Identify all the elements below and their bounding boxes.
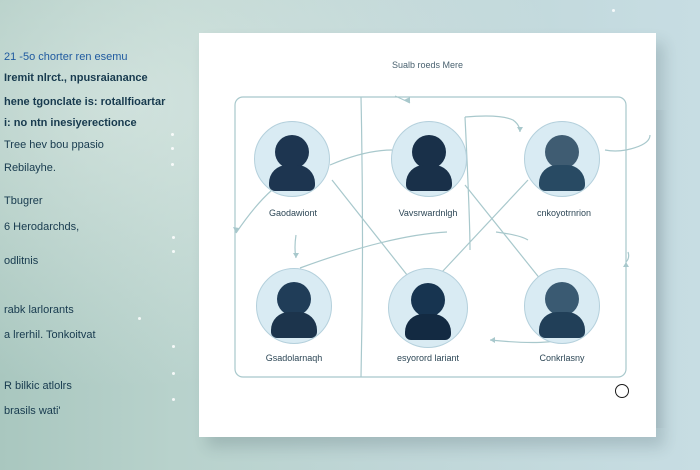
decor-dot [172, 250, 175, 253]
diagram-frame [234, 96, 627, 378]
person-body [271, 312, 317, 338]
note-line: Tree hev bou ppasio [4, 139, 104, 151]
person-node [524, 121, 600, 197]
node-label: esyorord lariant [396, 353, 460, 363]
note-line: rabk larlorants [4, 304, 74, 316]
note-line: R bilkic atlolrs [4, 380, 72, 392]
arrowhead [404, 97, 410, 103]
note-line: brasils wati' [4, 405, 61, 417]
arrowhead [490, 337, 495, 343]
arrowhead [233, 227, 239, 233]
connector-line [464, 184, 546, 286]
connector-line [464, 115, 521, 133]
note-line: 6 Herodarchds, [4, 221, 80, 233]
person-body [405, 314, 451, 340]
note-line: Tbugrer [4, 195, 43, 207]
decor-dot [612, 9, 615, 12]
decor-dot [171, 163, 174, 166]
arrowhead [293, 253, 299, 258]
connector-line [360, 96, 364, 378]
diagram-title: Sualb roeds Mere [391, 60, 464, 70]
person-icon [411, 283, 445, 317]
connector-line [235, 189, 273, 234]
connector-line [394, 95, 411, 104]
node-label: Conkrlasny [539, 353, 585, 363]
connector-line [604, 149, 627, 152]
connector-line [495, 231, 529, 241]
connector-line [441, 179, 529, 273]
diagram-card [199, 33, 656, 437]
arrowhead [517, 127, 523, 132]
note-line: Iremit nlrct., npusraianance [4, 72, 148, 84]
circle-icon[interactable] [615, 384, 629, 398]
arrowhead [623, 262, 629, 267]
note-line: Rebilayhe. [4, 162, 56, 174]
connector-line [625, 134, 651, 151]
connector-line [331, 179, 416, 286]
note-line: i: no ntn inesiyerectionce [4, 117, 137, 129]
person-icon [277, 282, 311, 316]
person-node [391, 121, 467, 197]
person-node [388, 268, 468, 348]
person-icon [275, 135, 309, 169]
person-body [406, 165, 452, 191]
person-icon [545, 282, 579, 316]
person-body [269, 165, 315, 191]
decor-dot [171, 133, 174, 136]
connector-line [329, 149, 393, 166]
connector-line [299, 231, 448, 269]
decor-dot [138, 317, 141, 320]
node-label: cnkoyotrnrion [536, 208, 592, 218]
node-label: Gaodawiont [268, 208, 318, 218]
person-icon [412, 135, 446, 169]
decor-dot [172, 345, 175, 348]
person-node [256, 268, 332, 344]
decor-dot [172, 398, 175, 401]
note-line: hene tgonclate is: rotallfioartar [4, 96, 166, 108]
note-line: 21 -5o chorter ren esemu [4, 51, 128, 63]
decor-dot [171, 147, 174, 150]
connector-line [625, 251, 630, 263]
person-node [524, 268, 600, 344]
node-label: Gsadolarnaqh [265, 353, 323, 363]
note-line: a lrerhil. Tonkoitvat [4, 329, 96, 341]
note-line: odlitnis [4, 255, 39, 267]
person-node [254, 121, 330, 197]
person-body [539, 165, 585, 191]
decor-dot [172, 372, 175, 375]
person-icon [545, 135, 579, 169]
notes-panel: 21 -5o chorter ren esemu Iremit nlrct., … [0, 0, 200, 470]
decor-dot [172, 236, 175, 239]
connector-line [464, 116, 471, 251]
node-label: Vavsrwardnlgh [398, 208, 458, 218]
person-body [539, 312, 585, 338]
